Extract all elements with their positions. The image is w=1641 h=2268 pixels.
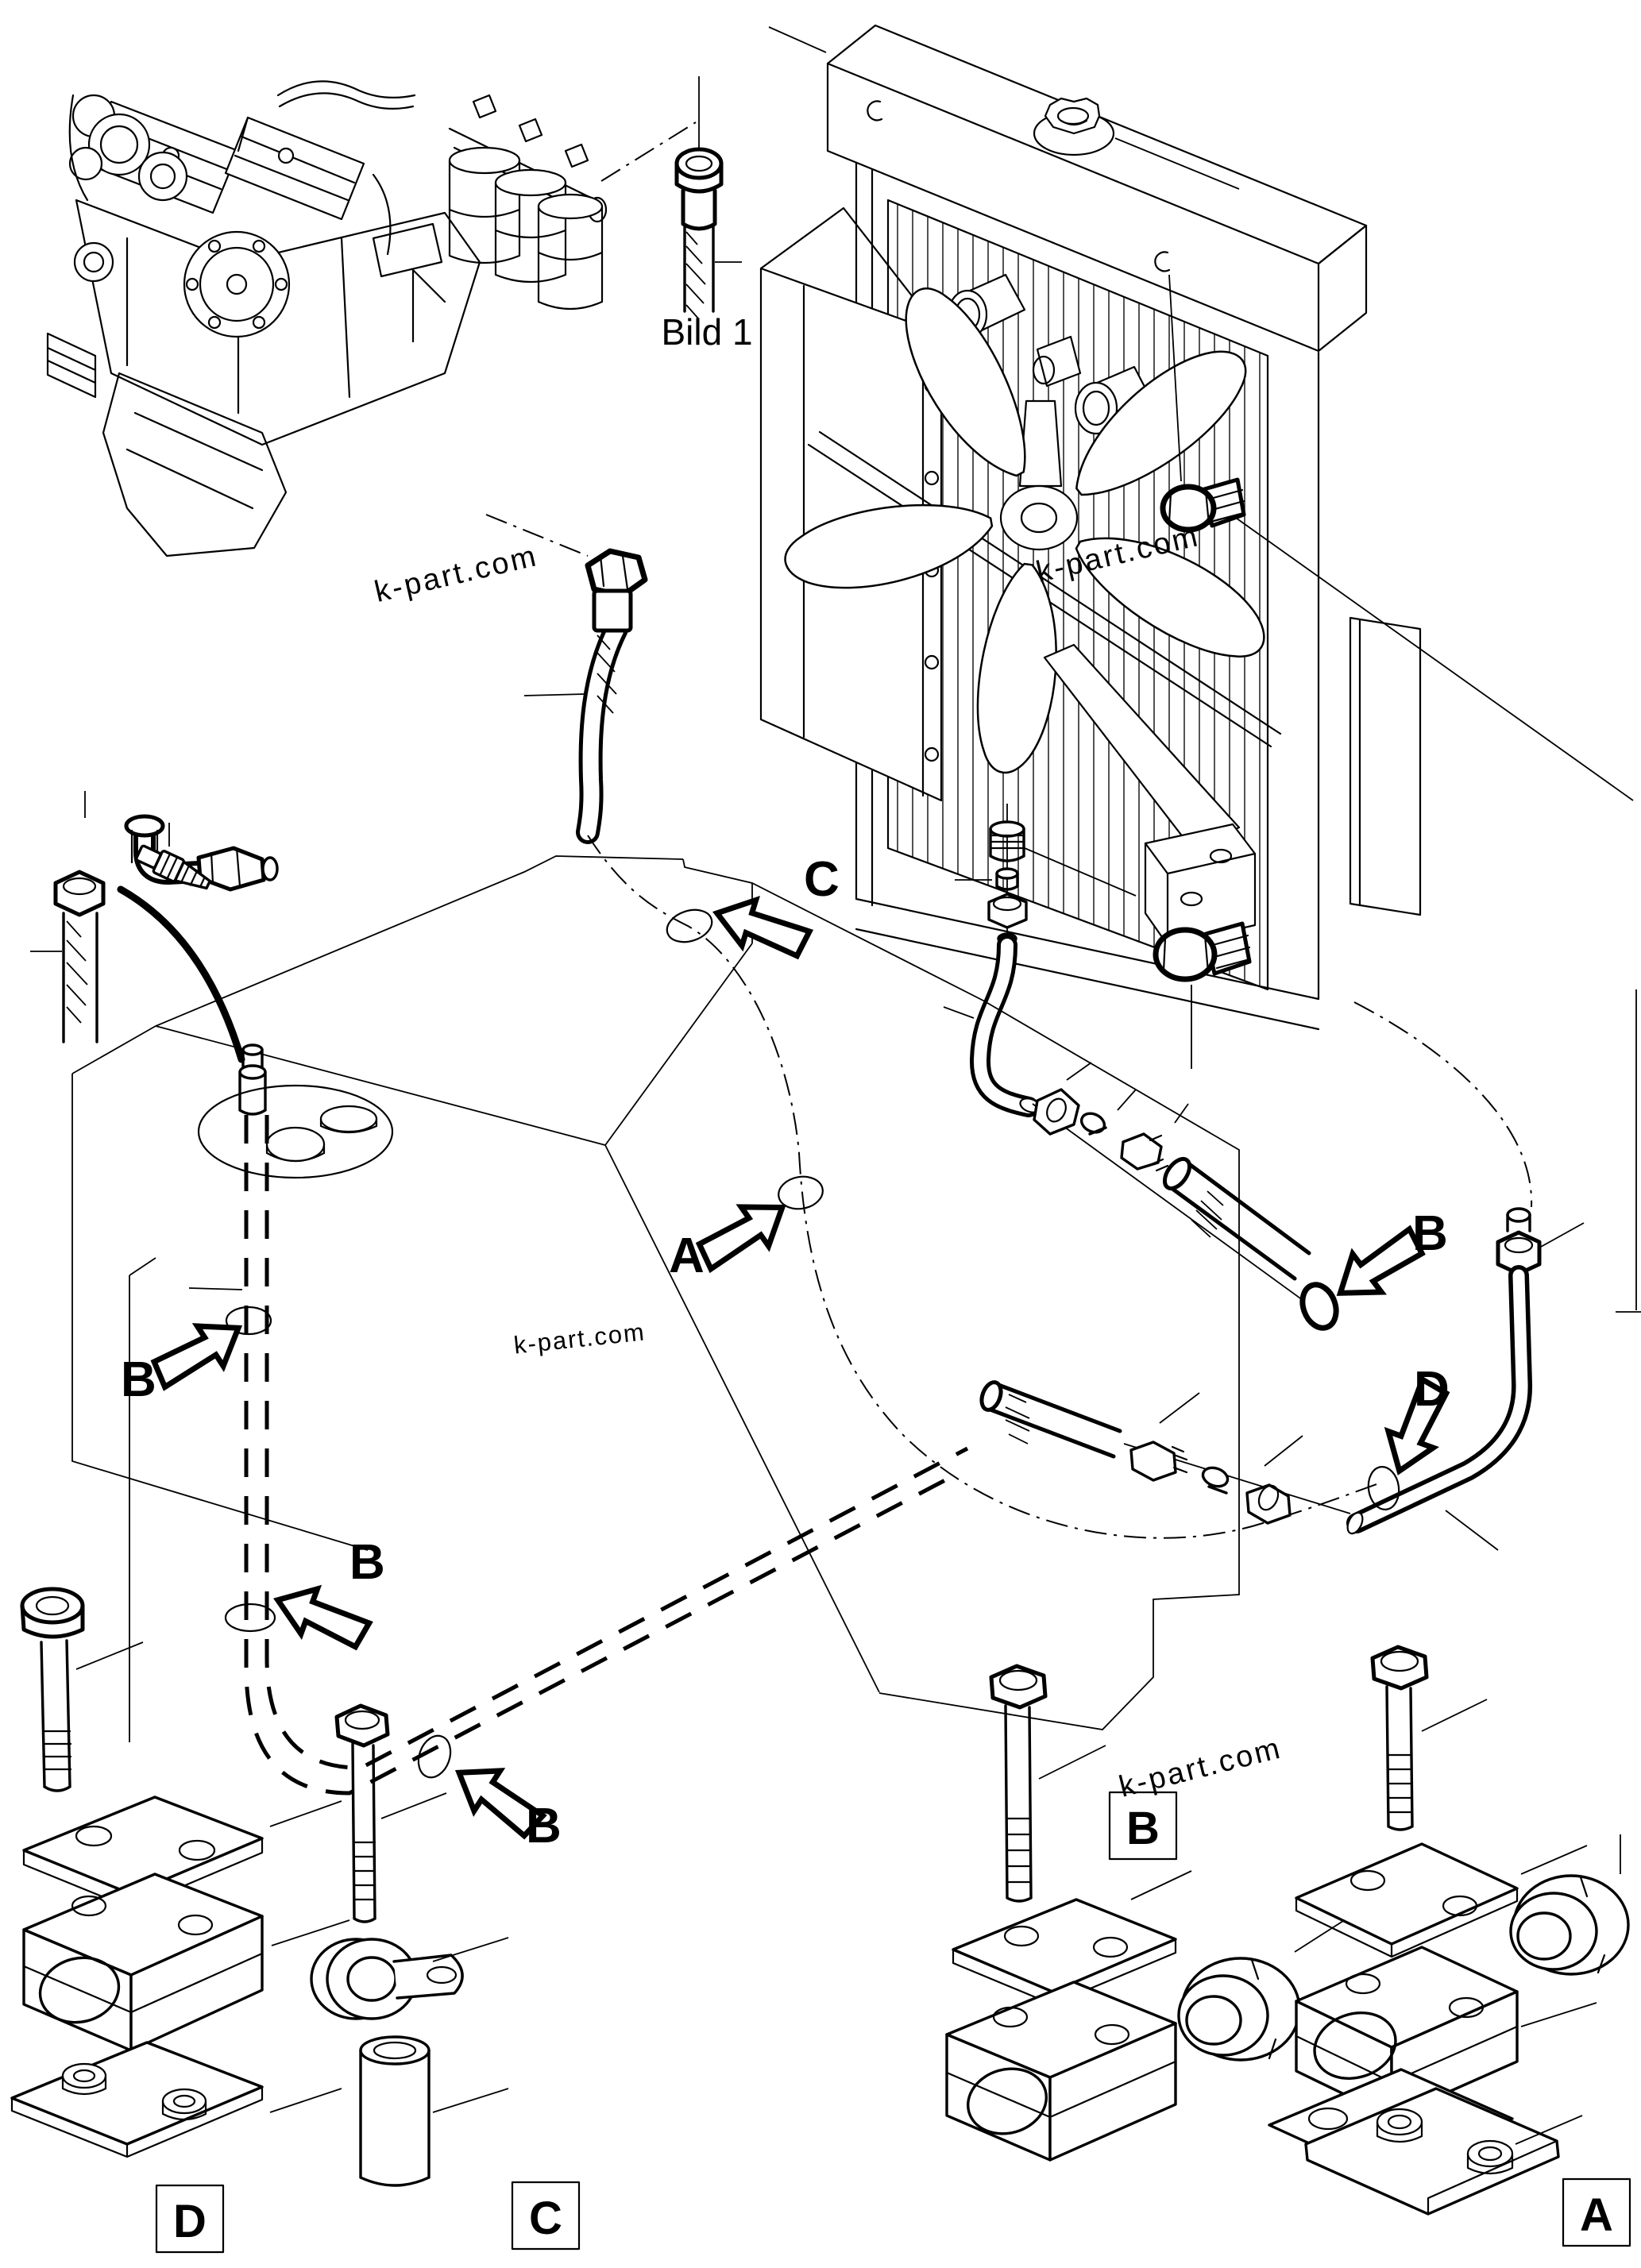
callout-b2: B [349,1535,385,1590]
legend-letter-b: B [1126,1803,1160,1854]
right-bent-pipe-group [1346,1207,1585,1551]
base-plates-a [1268,2068,1583,2216]
radiator-inlet-bungs [947,273,1155,435]
radiator-plug-upper [1160,477,1246,533]
marker-c [666,908,713,943]
radiator [759,24,1641,1313]
tank-top-plate [117,885,394,1179]
clamp-plate-b [952,1870,1192,2006]
radiator-plug-lower [1153,921,1252,982]
clamp-base-plate [10,2041,342,2158]
p-clamp [310,1937,509,2020]
clamp-kit-c: C [310,1703,581,2251]
clamp-kit-b: B [945,1664,1353,2162]
leader-dashdot-filters-to-bild1 [600,122,697,182]
position-markers [224,908,1400,1779]
fan-support-bracket [1043,643,1257,947]
bild1-hose-fitting: Bild 1 [661,76,753,353]
callout-b4: B [1412,1206,1448,1261]
callout-a: A [669,1228,705,1283]
clamp-block-b [945,1981,1177,2162]
arrow-b1-icon [147,1308,252,1399]
spacer-sleeve [359,2035,509,2187]
socket-bolt [20,1587,144,1792]
barb-fitting [135,844,211,890]
watermark-bottom-right: k-part.com [1116,1731,1285,1803]
clamp-block [22,1873,350,2052]
marker-b2 [224,1603,276,1633]
tank-fitting [238,1043,267,1116]
left-braided-hose [30,870,106,1043]
legend-letter-c: C [529,2193,562,2244]
clamp-kit-d: D [10,1587,350,2254]
callout-b1: B [121,1352,156,1407]
legend-box-c [511,2181,581,2251]
callout-d: D [1414,1362,1450,1417]
hex-bolt-b [989,1664,1106,1903]
callout-arrows: C A B B B B D [121,852,1454,1853]
watermark-engine: k-part.com [372,539,542,609]
legend-box-d [155,2184,225,2254]
callout-b3: B [526,1799,562,1853]
chassis-outline [71,855,1240,1742]
hex-bolt-c [334,1703,447,1923]
hidden-route-c-a [587,835,1380,1539]
hose-end-marker-b [1299,1282,1339,1331]
clamp-kit-a: A [1268,1645,1631,2247]
grommet-a [1509,1834,1630,1976]
marker-d [1367,1466,1400,1510]
feed-hose-curve [117,885,245,1063]
legend-box-b [1108,1791,1178,1861]
watermark-middle: k-part.com [512,1317,647,1359]
callout-c: C [804,852,840,907]
radiator-drain-parts [943,804,1339,1331]
lower-hose-chain [979,1380,1351,1525]
grommet-b [1177,1915,1353,2062]
hex-bolt-a [1370,1645,1488,1831]
marker-b3 [417,1734,452,1779]
legend-box-a [1562,2177,1631,2247]
hidden-hose-route-b [244,1115,969,1796]
legend-letter-a: A [1580,2189,1613,2241]
arrow-c-icon [710,890,813,963]
oil-filter-group [448,94,697,310]
clamp-plate-a [1295,1842,1588,1958]
coolant-hose-lower [979,1380,1122,1459]
bild1-label: Bild 1 [661,311,752,353]
marker-a [778,1175,824,1210]
engine-return-hose [485,514,648,844]
marker-b1 [225,1306,272,1336]
legend-letter-d: D [173,2196,207,2247]
radiator-filler-cap [1033,97,1115,156]
cooling-fan [784,287,1282,774]
coolant-hose-upper [1162,1156,1339,1331]
engine-illustration [46,80,481,557]
left-fitting-group [30,791,279,1043]
